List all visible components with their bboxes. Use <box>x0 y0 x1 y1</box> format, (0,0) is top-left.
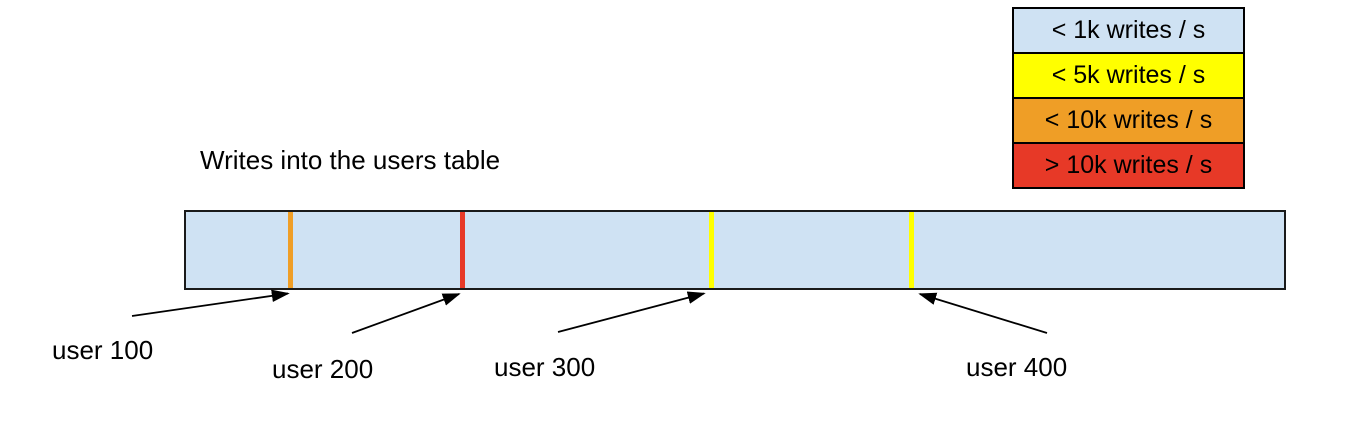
arrow-user-100 <box>131 289 290 317</box>
legend-item-under-1k: < 1k writes / s <box>1012 7 1245 54</box>
legend-item-over-10k: > 10k writes / s <box>1012 142 1245 189</box>
users-table-bar <box>184 210 1286 290</box>
legend-label: < 5k writes / s <box>1051 61 1206 89</box>
write-marker-user-400 <box>909 212 914 288</box>
arrow-user-400 <box>918 292 1048 334</box>
legend-item-under-10k: < 10k writes / s <box>1012 97 1245 144</box>
label-user-400: user 400 <box>966 352 1068 382</box>
write-marker-user-300 <box>709 212 714 288</box>
label-user-300: user 300 <box>494 352 596 382</box>
diagram-title: Writes into the users table <box>200 145 501 175</box>
legend-label: > 10k writes / s <box>1044 151 1213 179</box>
legend: < 1k writes / s < 5k writes / s < 10k wr… <box>1012 7 1245 189</box>
label-user-100: user 100 <box>52 335 154 365</box>
arrow-user-200 <box>351 293 461 334</box>
legend-label: < 10k writes / s <box>1044 106 1213 134</box>
write-marker-user-100 <box>288 212 293 288</box>
arrow-user-300 <box>557 291 706 333</box>
legend-item-under-5k: < 5k writes / s <box>1012 52 1245 99</box>
write-marker-user-200 <box>460 212 465 288</box>
legend-label: < 1k writes / s <box>1051 16 1206 44</box>
label-user-200: user 200 <box>272 354 374 384</box>
